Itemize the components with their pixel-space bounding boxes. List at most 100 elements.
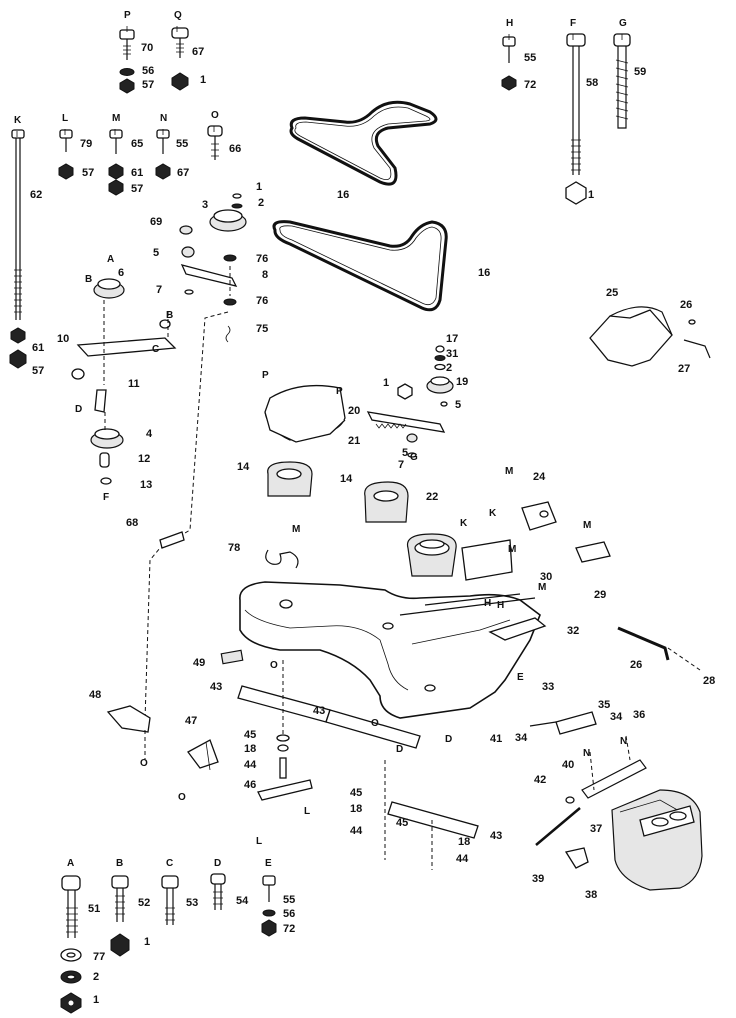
letter-label: M <box>583 520 591 531</box>
letter-label: A <box>67 858 74 869</box>
bracket-32 <box>488 617 547 641</box>
part-number-label: 34 <box>515 732 528 744</box>
part-number-label: 36 <box>633 709 645 721</box>
part-number-label: 46 <box>244 779 256 791</box>
part-number-label: 5 <box>402 447 408 459</box>
letter-label: H <box>497 600 504 611</box>
nut-72-e <box>261 919 277 937</box>
arm-8 <box>180 264 238 287</box>
part-number-label: 69 <box>150 216 162 228</box>
letter-label: F <box>103 492 109 503</box>
letter-label: K <box>460 518 468 529</box>
part-number-label: 49 <box>193 657 205 669</box>
part-number-label: 62 <box>30 189 42 201</box>
part-number-label: 43 <box>210 681 222 693</box>
letter-label: D <box>214 858 221 869</box>
part-number-label: 18 <box>350 803 362 815</box>
letter-label: H <box>484 598 491 609</box>
part-number-label: 5 <box>455 399 461 411</box>
part-number-label: 8 <box>262 269 268 281</box>
part-number-label: 34 <box>610 711 623 723</box>
letter-label: O <box>211 110 219 121</box>
bolt-l <box>59 129 73 152</box>
part-number-label: 57 <box>82 167 94 179</box>
letter-label: M <box>112 113 120 124</box>
part-number-label: 76 <box>256 295 268 307</box>
nut-1-right <box>397 383 413 400</box>
letter-label: P <box>124 10 131 21</box>
letter-label: N <box>620 736 627 747</box>
part-number-label: 11 <box>128 378 140 390</box>
bracket-47 <box>187 739 219 769</box>
part-number-label: 29 <box>594 589 606 601</box>
bracket-30 <box>461 539 513 581</box>
part-number-label: 19 <box>456 376 468 388</box>
spacer-5 <box>181 246 195 258</box>
letter-label: B <box>85 274 92 285</box>
part-number-label: 3 <box>202 199 208 211</box>
letter-label: M <box>508 544 516 555</box>
letter-label: D <box>75 404 82 415</box>
part-number-label: 17 <box>446 333 458 345</box>
letter-label: P <box>336 386 343 397</box>
pin-75 <box>225 325 231 343</box>
part-number-label: 53 <box>186 897 198 909</box>
part-number-label: 44 <box>244 759 257 771</box>
part-number-label: 38 <box>585 889 597 901</box>
part-number-label: 44 <box>350 825 363 837</box>
knob-39 <box>564 847 589 869</box>
letter-label: K <box>14 115 22 126</box>
part-number-label: 25 <box>606 287 618 299</box>
bolt-f <box>566 33 586 175</box>
letter-label: L <box>62 113 68 124</box>
spacer-13 <box>100 477 112 485</box>
letter-label: D <box>445 734 452 745</box>
part-number-label: 12 <box>138 453 150 465</box>
part-number-label: 2 <box>93 971 99 983</box>
bolt-o <box>207 125 223 160</box>
part-number-label: 10 <box>57 333 69 345</box>
part-number-label: 72 <box>283 923 295 935</box>
letter-label: O <box>270 660 278 671</box>
part-number-label: 56 <box>283 908 295 920</box>
blade-43-right <box>387 801 479 839</box>
bracket-48 <box>106 705 151 733</box>
part-number-label: 28 <box>703 675 715 687</box>
spring-21 <box>375 423 407 429</box>
letter-label: M <box>292 524 300 535</box>
letter-label: N <box>160 113 167 124</box>
bolt-q <box>171 27 189 58</box>
nut-72 <box>501 75 517 91</box>
letter-label: H <box>506 18 513 29</box>
nut-57-k <box>9 349 27 369</box>
letter-label: N <box>583 748 590 759</box>
bracket-37 <box>581 759 647 799</box>
part-number-label: 55 <box>524 52 536 64</box>
part-number-label: 27 <box>678 363 690 375</box>
bolt-b <box>111 875 129 922</box>
part-number-label: 66 <box>229 143 241 155</box>
part-number-label: 18 <box>244 743 256 755</box>
part-number-label: 40 <box>562 759 574 771</box>
nut-57-l <box>58 163 74 180</box>
nut-61-m <box>108 163 124 180</box>
bushing-69 <box>179 225 193 235</box>
part-number-label: 2 <box>258 197 264 209</box>
part-number-label: 43 <box>313 705 325 717</box>
part-number-label: 31 <box>446 348 458 360</box>
letter-label: K <box>489 508 497 519</box>
part-number-label: 79 <box>80 138 92 150</box>
part-number-label: 75 <box>256 323 268 335</box>
part-number-label: 43 <box>490 830 502 842</box>
nut-1-b <box>110 933 130 957</box>
letter-label: L <box>256 836 262 847</box>
part-number-label: 67 <box>177 167 189 179</box>
bolt-d <box>210 873 226 910</box>
nut-61-k <box>10 327 26 344</box>
letter-label: B <box>166 310 173 321</box>
letter-label: F <box>570 18 576 29</box>
letter-label: P <box>262 370 269 381</box>
part-number-label: 18 <box>458 836 470 848</box>
letter-label: C <box>152 344 159 355</box>
part-number-label: 35 <box>598 699 610 711</box>
